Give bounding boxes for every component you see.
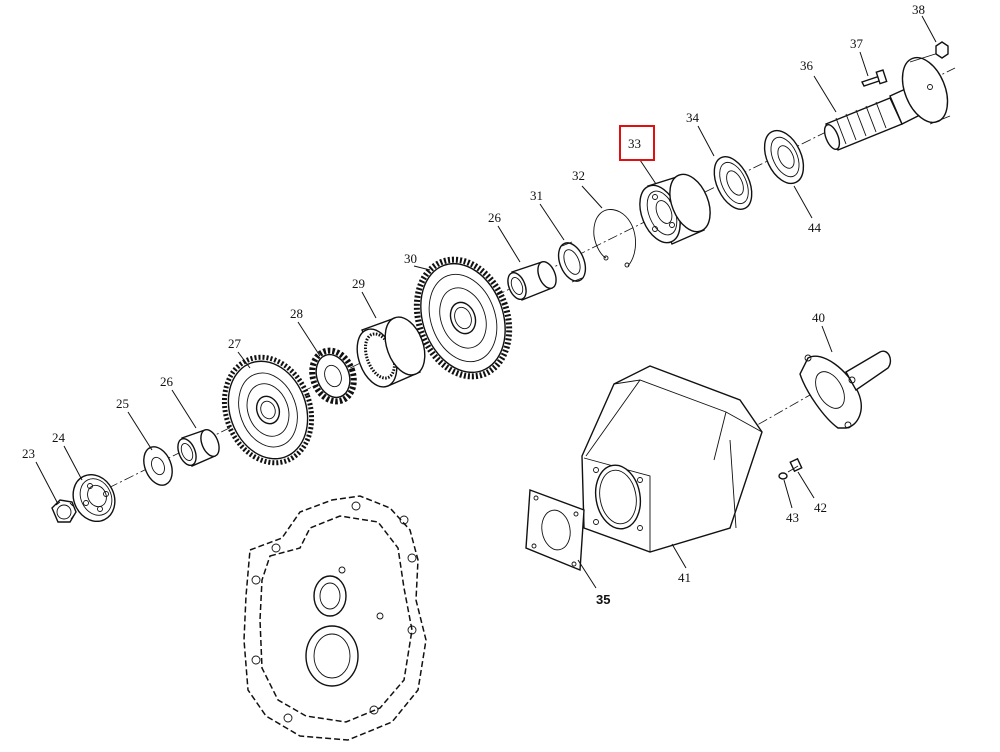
label-part-23[interactable]: 23 <box>22 446 35 461</box>
part-25-washer[interactable] <box>138 443 177 490</box>
highlight-box-part-33 <box>619 125 655 161</box>
part-24-bearing[interactable] <box>66 468 123 529</box>
part-35-gasket[interactable] <box>525 489 585 572</box>
part-29-splined-collar[interactable] <box>350 312 432 393</box>
part-36-output-shaft[interactable] <box>822 49 957 151</box>
part-31-spacer-ring[interactable] <box>553 239 590 285</box>
label-part-44[interactable]: 44 <box>808 220 822 235</box>
label-part-33[interactable]: 33 <box>628 136 641 151</box>
label-part-34[interactable]: 34 <box>686 110 700 125</box>
part-37-bolt[interactable] <box>861 69 888 87</box>
part-28-small-gear[interactable] <box>305 345 360 408</box>
part-42-bolt[interactable] <box>787 457 803 473</box>
part-labels: 23 24 25 26 27 28 29 30 26 31 32 33 34 4… <box>22 2 925 607</box>
part-23-nut[interactable] <box>51 499 77 523</box>
label-part-32[interactable]: 32 <box>572 168 585 183</box>
label-part-26-right[interactable]: 26 <box>488 210 502 225</box>
label-part-24[interactable]: 24 <box>52 430 66 445</box>
label-part-42[interactable]: 42 <box>814 500 827 515</box>
label-part-35[interactable]: 35 <box>596 592 610 607</box>
leader-lines <box>35 15 937 589</box>
label-part-41[interactable]: 41 <box>678 570 691 585</box>
label-part-31[interactable]: 31 <box>530 188 543 203</box>
part-34-seal[interactable] <box>707 151 760 215</box>
part-44-seal[interactable] <box>757 124 811 189</box>
part-30-large-gear[interactable] <box>401 247 525 390</box>
part-33-bearing[interactable] <box>632 168 718 248</box>
part-38-nut[interactable] <box>935 41 949 59</box>
part-26-bushing-left[interactable] <box>174 427 222 468</box>
label-part-30[interactable]: 30 <box>404 251 417 266</box>
part-40-cover-flange[interactable] <box>799 350 892 429</box>
gearbox-case <box>243 495 427 741</box>
label-part-28[interactable]: 28 <box>290 306 303 321</box>
part-43-washer[interactable] <box>778 472 788 480</box>
label-part-38[interactable]: 38 <box>912 2 925 17</box>
part-27-large-gear[interactable] <box>210 345 326 475</box>
label-part-25[interactable]: 25 <box>116 396 129 411</box>
label-part-40[interactable]: 40 <box>812 310 825 325</box>
part-41-housing[interactable] <box>581 365 763 553</box>
label-part-26-left[interactable]: 26 <box>160 374 174 389</box>
label-part-27[interactable]: 27 <box>228 336 242 351</box>
label-part-36[interactable]: 36 <box>800 58 814 73</box>
label-part-29[interactable]: 29 <box>352 276 365 291</box>
part-26-bushing-right[interactable] <box>504 259 559 302</box>
part-32-circlip[interactable] <box>593 209 636 268</box>
label-part-43[interactable]: 43 <box>786 510 799 525</box>
label-part-37[interactable]: 37 <box>850 36 864 51</box>
